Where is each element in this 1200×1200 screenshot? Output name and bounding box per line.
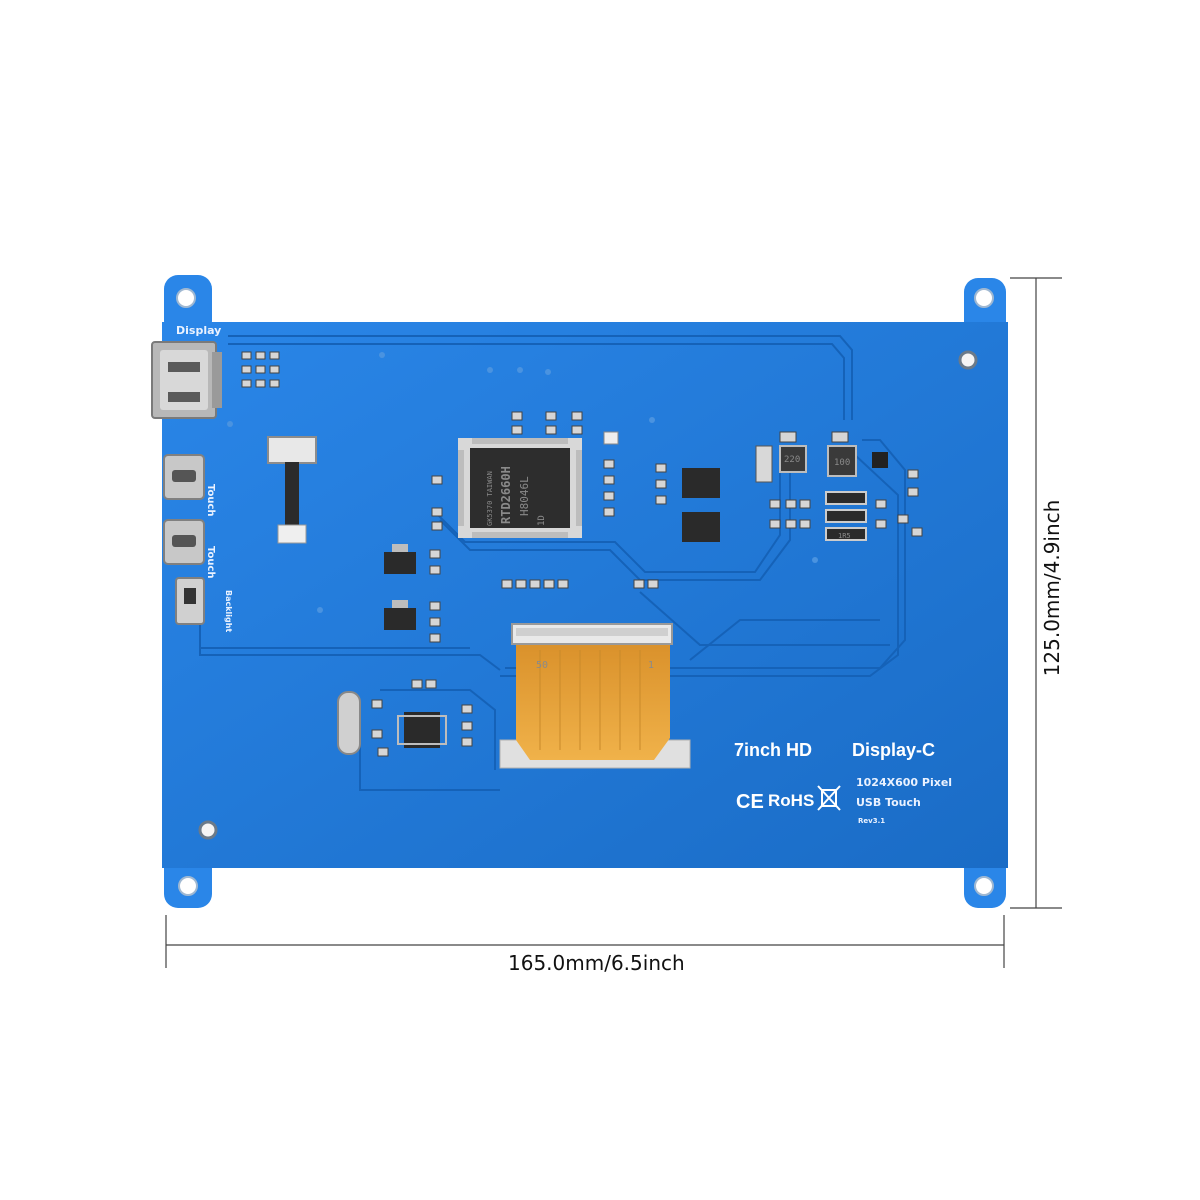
width-dimension-label: 165.0mm/6.5inch <box>508 951 685 975</box>
resolution-label: 1024X600 Pixel <box>856 776 952 789</box>
fpc-pin-number-left: 50 <box>536 660 548 671</box>
ce-mark: CE <box>736 791 764 813</box>
main-chip-marking-4: 1D <box>537 515 547 526</box>
inductor-marking-1: 220 <box>784 455 800 465</box>
vias <box>227 352 818 613</box>
usb-touch-label: USB Touch <box>856 796 921 809</box>
fpc-pin-number-right: 1 <box>648 660 654 671</box>
dimension-lines <box>165 277 1062 968</box>
main-chip-marking-1: GK5370 TAIWAN <box>486 471 494 526</box>
display-port-label: Display <box>176 324 221 337</box>
main-controller-chip <box>458 438 582 538</box>
backlight-switch <box>175 577 205 625</box>
main-chip-marking-3: H8046L <box>518 476 531 516</box>
hdmi-port <box>151 341 222 419</box>
touch-fpc-connector <box>267 436 317 544</box>
usb-port-2 <box>163 519 205 565</box>
usb-port-1 <box>163 454 205 500</box>
pcb-board <box>162 322 1008 868</box>
main-fpc-ribbon <box>499 623 691 769</box>
weee-bin-icon <box>817 785 841 811</box>
main-chip-marking-2: RTD2660H <box>499 466 513 524</box>
revision-label: Rev3.1 <box>858 817 885 825</box>
height-dimension-label: 125.0mm/4.9inch <box>1040 499 1064 677</box>
product-model-label: Display-C <box>852 740 935 760</box>
backlight-switch-label: Backlight <box>224 590 233 632</box>
inductor-marking-2: 100 <box>834 458 850 468</box>
resistor-marking: 1R5 <box>838 532 851 540</box>
board-hole-top-right <box>958 350 978 370</box>
board-hole-bottom-left <box>198 820 218 840</box>
product-size-label: 7inch HD <box>734 740 812 760</box>
touch-port-label-1: Touch <box>205 484 216 517</box>
smd-components <box>241 351 923 757</box>
rohs-mark: RoHS <box>768 791 814 810</box>
touch-port-label-2: Touch <box>205 546 216 579</box>
